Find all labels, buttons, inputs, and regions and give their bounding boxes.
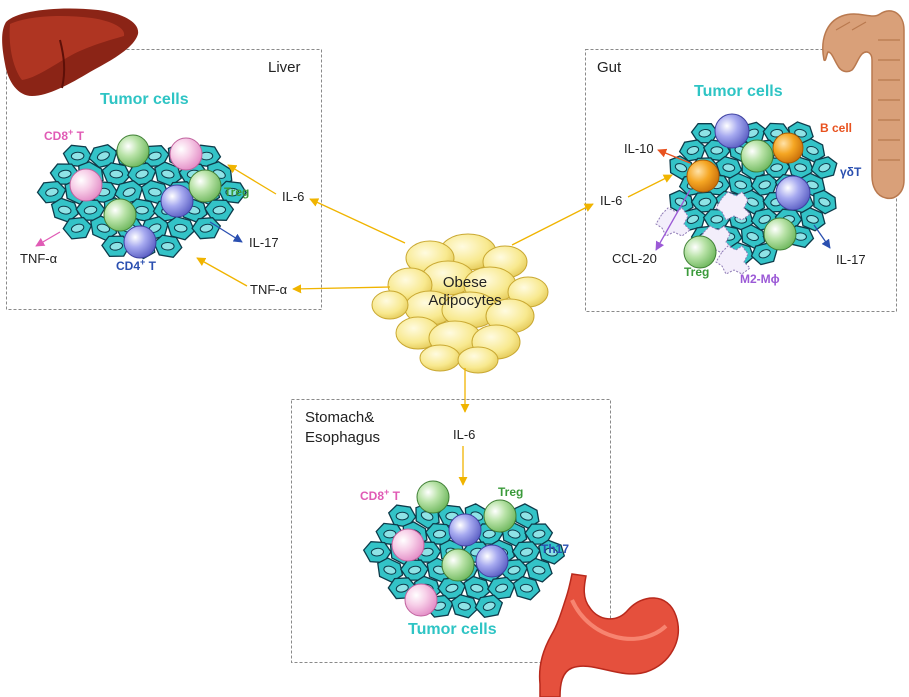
tumor-cell xyxy=(525,557,553,583)
tumor-cell xyxy=(88,143,118,169)
tumor-cell xyxy=(512,575,541,601)
liver-tnf-output-label: TNF-α xyxy=(20,251,58,266)
tumor-cell xyxy=(474,594,504,618)
stomach-immune-cells xyxy=(391,480,517,617)
stomach-region-line2: Esophagus xyxy=(305,429,381,446)
gut-il17-label: IL-17 xyxy=(836,252,866,267)
gut-il17-arrow xyxy=(813,224,831,249)
liver-tnf-arrow xyxy=(35,231,61,247)
stomach-cd8-label: CD8+ T xyxy=(360,487,400,503)
gut-m2-label: M2-Mϕ xyxy=(740,272,780,286)
tumor-cell xyxy=(799,207,826,232)
adipocyte-label-line1: Obese xyxy=(442,274,488,291)
liver-treg-label: Treg xyxy=(224,185,250,199)
gut-il10-label: IL-10 xyxy=(624,141,654,156)
liver-immune-cells xyxy=(69,134,222,259)
tumor-cell xyxy=(154,161,182,187)
stomach-treg-label: Treg xyxy=(498,485,524,499)
tumor-cell xyxy=(362,541,392,564)
liver-il6-input-label: IL-6 xyxy=(282,189,305,204)
gut-ccl20-arrow xyxy=(655,189,691,251)
liver-tumor-label: Tumor cells xyxy=(100,91,189,108)
tumor-cell xyxy=(514,503,540,529)
stomach-region-label: Stomach& Esophagus xyxy=(305,408,380,448)
tumor-cell xyxy=(450,593,479,619)
gut-region-label: Gut xyxy=(597,59,622,76)
stomach-th17-label: Th17 xyxy=(541,542,570,556)
adipocyte-cytokine-arrows xyxy=(292,198,594,413)
tumor-cell xyxy=(387,504,417,528)
tumor-cell xyxy=(153,234,183,259)
gut-bcell-label: B cell xyxy=(820,121,853,135)
gut-il10-arrow xyxy=(657,148,691,164)
stomach-region-line1: Stomach& xyxy=(305,409,375,426)
gut-treg-label: Treg xyxy=(684,265,710,279)
gut-immune-cells xyxy=(683,113,811,269)
gut-tumor-label: Tumor cells xyxy=(694,83,783,100)
tumor-cell xyxy=(50,197,80,223)
tumor-cell xyxy=(728,172,754,198)
tumor-cell xyxy=(740,224,766,249)
tumor-cell xyxy=(463,575,491,601)
tumor-cell xyxy=(813,189,837,215)
gut-ccl20-label: CCL-20 xyxy=(612,251,657,266)
adipocyte xyxy=(371,290,409,320)
intestine-icon xyxy=(822,10,905,200)
liver-il17-label: IL-17 xyxy=(249,235,279,250)
liver-region-label: Liver xyxy=(268,59,301,76)
tumor-cell xyxy=(191,217,222,240)
gut-il6-input-label: IL-6 xyxy=(600,193,623,208)
adipocyte xyxy=(419,344,461,372)
stomach-il6-input-label: IL-6 xyxy=(453,427,476,442)
tumor-cell xyxy=(810,156,838,180)
adipocyte xyxy=(457,346,499,374)
adipocyte-cluster xyxy=(371,233,549,374)
liver-cd8-label: CD8+ T xyxy=(44,127,84,143)
tumor-cell xyxy=(377,557,404,583)
tumor-cell xyxy=(36,180,67,204)
tumor-cell xyxy=(787,225,815,249)
stomach-tumor-cluster xyxy=(362,503,566,619)
tumor-cell xyxy=(800,138,826,163)
tumor-cell xyxy=(511,541,541,564)
stomach-panel-border xyxy=(291,399,611,663)
tumor-cell xyxy=(101,235,132,258)
gut-gdt-label: γδT xyxy=(840,165,862,179)
stomach-icon xyxy=(538,573,679,697)
liver-tnf-input-label: TNF-α xyxy=(250,282,288,297)
cytokine-to-tumor-arrows xyxy=(196,164,673,486)
liver-cd4-label: CD4+ T xyxy=(116,257,156,273)
tumor-cell xyxy=(524,523,554,545)
liver-il17-arrow xyxy=(209,221,243,243)
adipocyte-label-line2: Adipocytes xyxy=(428,292,502,309)
liver-panel-border xyxy=(6,49,322,310)
tumor-cell xyxy=(538,539,566,565)
adipocyte-label: Obese Adipocytes xyxy=(413,274,517,310)
stomach-tumor-label: Tumor cells xyxy=(408,621,497,638)
liver-icon xyxy=(2,8,139,96)
